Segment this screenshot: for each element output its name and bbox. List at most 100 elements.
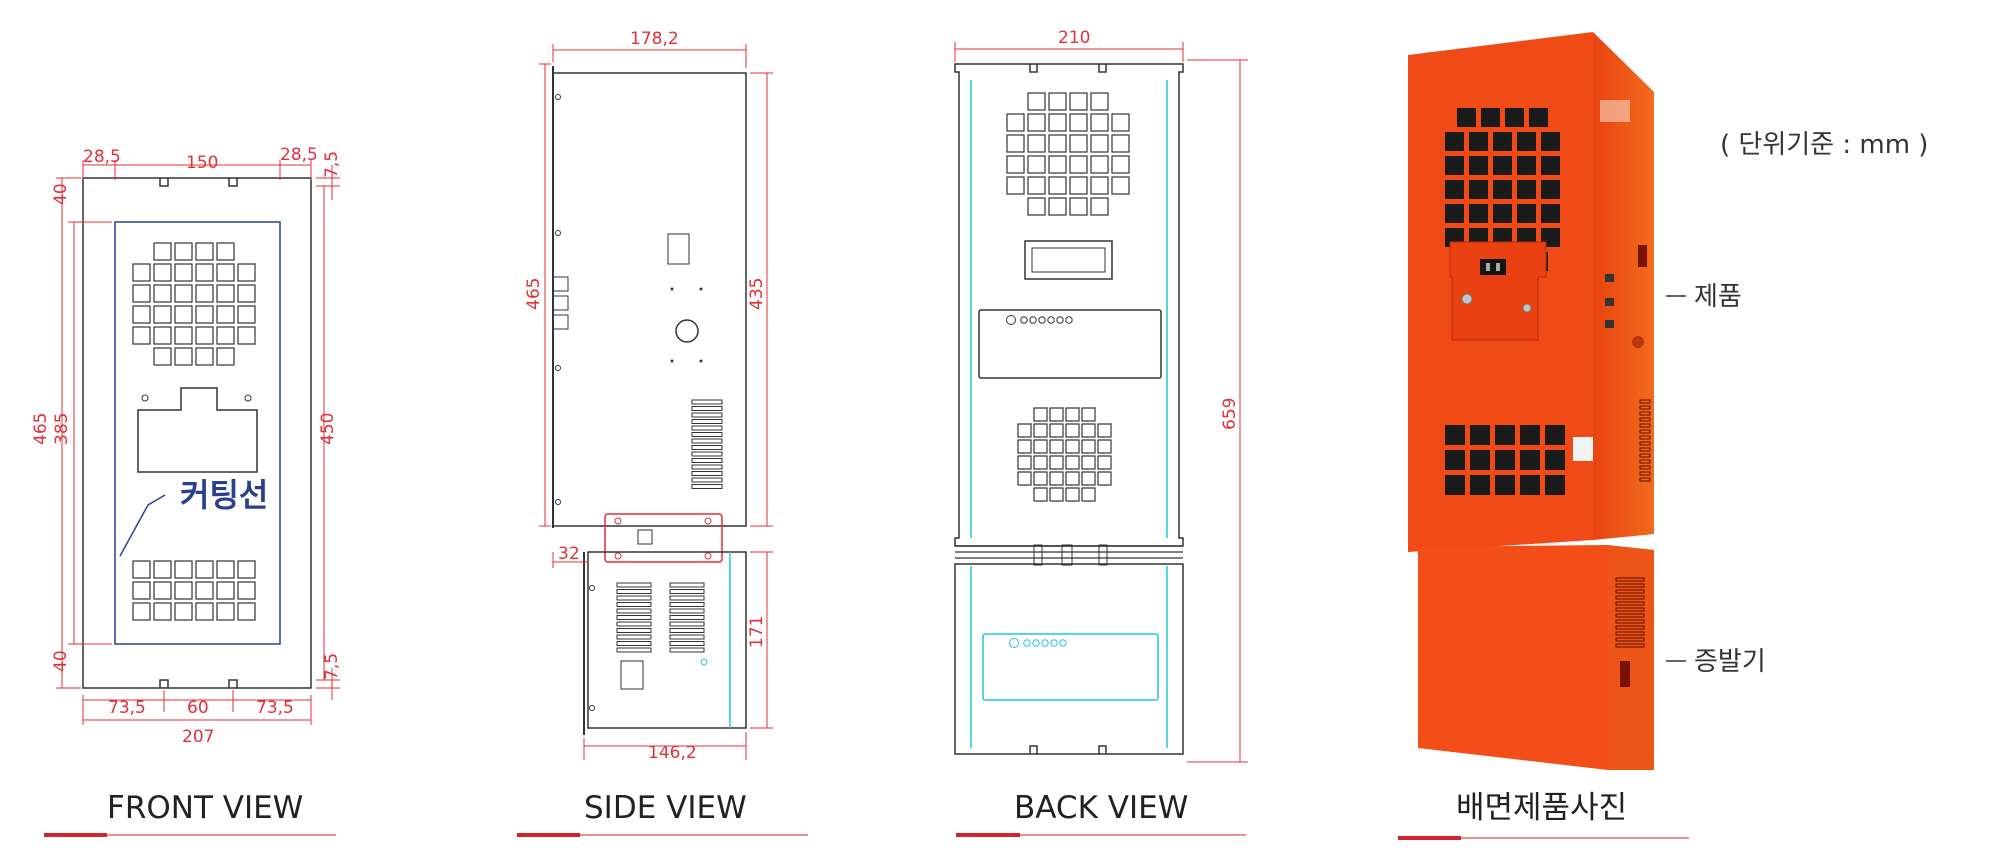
indicator-led: [1050, 639, 1058, 647]
vent-slot: [195, 347, 214, 366]
front-view-title: FRONT VIEW: [107, 790, 303, 826]
product-evaporator-front: [1418, 545, 1608, 770]
vent-slot: [669, 634, 705, 640]
vent-slot: [195, 284, 214, 303]
vent-slot: [691, 458, 723, 463]
vent-slot: [1065, 439, 1080, 454]
vent-slot: [1017, 423, 1032, 438]
vent-slot: [616, 647, 652, 653]
vent-slot: [1639, 471, 1651, 476]
vent-slot: [691, 445, 723, 450]
vent-slot: [153, 347, 172, 366]
product-evaporator-side: [1608, 545, 1654, 770]
vent-slot: [616, 634, 652, 640]
vent-slot: [1049, 455, 1064, 470]
vent-slot: [616, 615, 652, 620]
indicator-led: [1020, 316, 1028, 324]
vent-slot: [1017, 471, 1032, 486]
vent-slot: [1081, 487, 1096, 502]
vent-slot: [691, 412, 723, 418]
dim-front-width-inner: 150: [186, 153, 218, 173]
vent-slot: [1111, 134, 1130, 153]
vent-slot: [1445, 450, 1465, 470]
vent-slot: [1445, 132, 1464, 151]
vent-slot: [691, 419, 723, 424]
vent-slot: [691, 425, 723, 431]
vent-slot: [237, 263, 256, 282]
vent-slot: [1081, 439, 1096, 454]
vent-slot: [1529, 108, 1548, 127]
vent-slot: [195, 242, 214, 261]
vent-slot: [216, 581, 235, 600]
indicator-led: [1023, 639, 1031, 647]
vent-slot: [669, 582, 705, 588]
vent-slot: [216, 284, 235, 303]
vent-slot: [1069, 197, 1088, 216]
vent-slot: [669, 602, 705, 607]
vent-slot: [669, 589, 705, 594]
vent-slot: [132, 263, 151, 282]
vent-slot: [1033, 439, 1048, 454]
vent-slot: [616, 602, 652, 607]
dim-front-height-total: 465: [31, 413, 51, 445]
vent-slot: [1615, 589, 1645, 594]
vent-slot: [1049, 487, 1064, 502]
vent-slot: [1097, 455, 1112, 470]
vent-slot: [1027, 155, 1046, 174]
back-dimension-lines: [954, 42, 1248, 763]
indicator-led: [1032, 639, 1040, 647]
vent-slot: [195, 326, 214, 345]
vent-slot: [1065, 407, 1080, 422]
vent-slot: [1033, 455, 1048, 470]
vent-slot: [669, 621, 705, 627]
indicator-led: [1065, 316, 1073, 324]
vent-slot: [1069, 176, 1088, 195]
vent-slot: [1545, 425, 1565, 445]
indicator-led: [1029, 316, 1037, 324]
vent-slot: [1639, 411, 1651, 416]
vent-slot: [237, 305, 256, 324]
front-lower-vent-grid: [132, 560, 256, 621]
vent-slot: [153, 284, 172, 303]
indicator-led: [1059, 639, 1067, 647]
vent-slot: [1048, 113, 1067, 132]
vent-slot: [1111, 176, 1130, 195]
vent-slot: [195, 560, 214, 579]
vent-slot: [1048, 197, 1067, 216]
vent-slot: [132, 581, 151, 600]
vent-slot: [1033, 407, 1048, 422]
dim-front-top-right: 7,5: [322, 151, 342, 178]
vent-slot: [1495, 450, 1515, 470]
vent-slot: [691, 406, 723, 411]
vent-slot: [1541, 156, 1560, 175]
vent-slot: [1097, 471, 1112, 486]
vent-slot: [1639, 399, 1651, 404]
vent-slot: [616, 589, 652, 594]
vent-slot: [1049, 439, 1064, 454]
cut-line-leader: [119, 494, 166, 557]
dim-front-bottom-left: 40: [51, 650, 71, 672]
vent-slot: [1445, 425, 1465, 445]
vent-slot: [1517, 204, 1536, 223]
back-joint: [955, 545, 1183, 559]
dim-front-top-left: 40: [51, 183, 71, 205]
vent-slot: [132, 560, 151, 579]
vent-slot: [691, 471, 723, 476]
vent-slot: [669, 615, 705, 620]
vent-slot: [1048, 155, 1067, 174]
vent-slot: [216, 326, 235, 345]
vent-slot: [1495, 425, 1515, 445]
vent-slot: [1457, 108, 1476, 127]
vent-slot: [216, 602, 235, 621]
vent-slot: [153, 326, 172, 345]
vent-slot: [669, 628, 705, 633]
back-lower-indicator-leds: [1023, 639, 1067, 647]
vent-slot: [216, 560, 235, 579]
vent-slot: [216, 263, 235, 282]
vent-slot: [174, 560, 193, 579]
side-dimension-lines: [539, 44, 773, 760]
vent-slot: [1081, 423, 1096, 438]
vent-slot: [153, 263, 172, 282]
vent-slot: [691, 477, 723, 483]
